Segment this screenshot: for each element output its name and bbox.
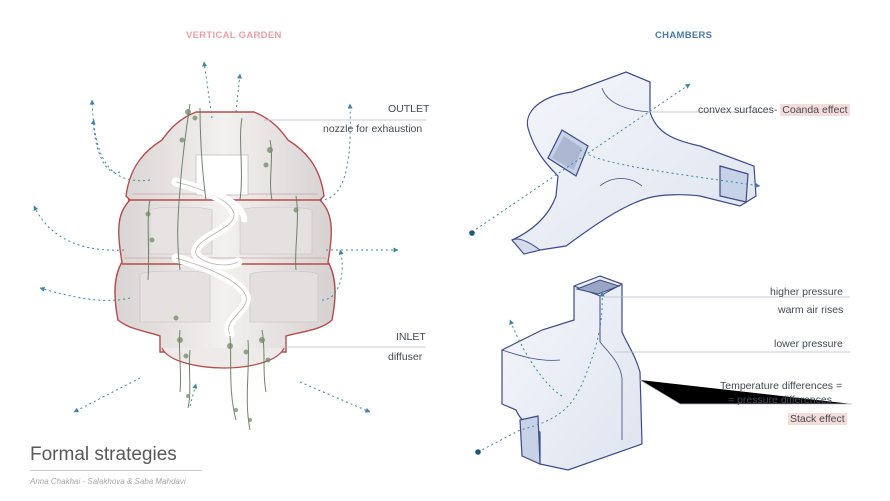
heading-chambers: CHAMBERS (655, 30, 713, 41)
title-divider (30, 470, 202, 471)
airflow-arrows (33, 61, 399, 413)
warm-air-label: warm air rises (778, 304, 844, 316)
page-title: Formal strategies (30, 444, 177, 465)
diffuser (161, 347, 285, 369)
chamber-top (469, 71, 770, 255)
outlet-description: nozzle for exhaustion (323, 123, 423, 135)
stack-effect-label: Stack effect (788, 413, 847, 425)
coanda-effect-highlight: Coanda effect (780, 104, 850, 116)
lower-pressure-label: lower pressure (774, 338, 843, 350)
convex-surfaces-text: convex surfaces- (698, 104, 778, 116)
outlet-label: OUTLET (388, 103, 430, 115)
chamber-bottom (475, 275, 852, 471)
author-credit: Anna Chakhai - Salakhova & Saba Mahdavi (30, 477, 186, 486)
heading-vertical-garden: VERTICAL GARDEN (186, 30, 282, 41)
hanging-plants (147, 103, 298, 431)
pressure-differences-label: = pressure differences (728, 394, 832, 406)
coanda-label: convex surfaces- Coanda effect (698, 104, 850, 116)
inlet-label: INLET (396, 331, 426, 343)
inlet-description: diffuser (388, 351, 423, 363)
stack-effect-highlight: Stack effect (788, 413, 847, 425)
temperature-differences-label: Temperature differences = (720, 380, 843, 392)
vertical-garden-section (33, 61, 426, 431)
higher-pressure-label: higher pressure (770, 286, 843, 298)
